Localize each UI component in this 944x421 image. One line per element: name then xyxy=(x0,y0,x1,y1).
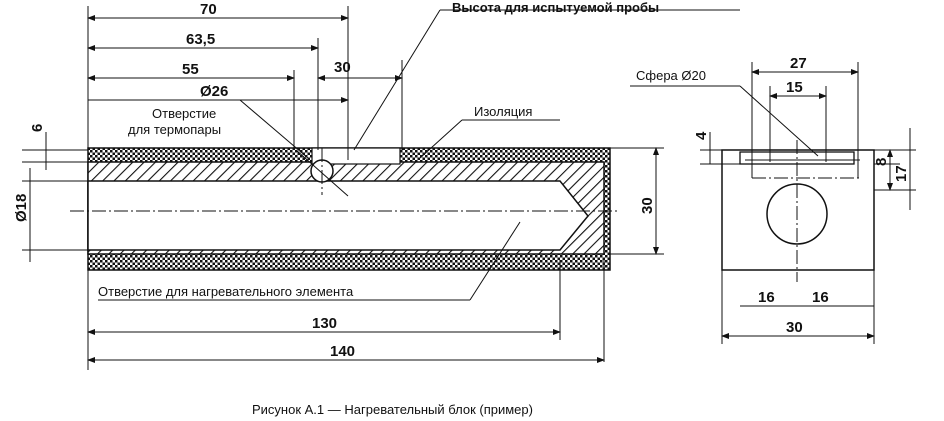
side-section-view xyxy=(70,147,620,271)
label-thermocouple-hole-line2: для термопары xyxy=(128,122,221,137)
label-insulation: Изоляция xyxy=(474,104,532,119)
dim-6: 6 xyxy=(29,124,46,132)
dim-16-left: 16 xyxy=(758,289,775,306)
dim-140: 140 xyxy=(330,343,355,360)
heating-element-bore xyxy=(87,180,589,251)
end-view-dimension-lines xyxy=(630,69,911,339)
figure-caption: Рисунок А.1 — Нагревательный блок (приме… xyxy=(252,402,533,417)
dim-55: 55 xyxy=(182,61,199,78)
dim-30-width: 30 xyxy=(786,319,803,336)
dim-15: 15 xyxy=(786,79,803,96)
dim-16-right: 16 xyxy=(812,289,829,306)
dim-17: 17 xyxy=(893,165,910,182)
dim-27: 27 xyxy=(790,55,807,72)
end-view xyxy=(721,140,875,282)
dim-4: 4 xyxy=(693,131,710,140)
dim-30-height: 30 xyxy=(639,197,656,214)
label-thermocouple-hole-line1: Отверстие xyxy=(152,106,216,121)
dim-30-top: 30 xyxy=(334,59,351,76)
dim-8: 8 xyxy=(873,158,890,166)
dim-63-5: 63,5 xyxy=(186,31,215,48)
dim-130: 130 xyxy=(312,315,337,332)
dim-phi26: Ø26 xyxy=(200,83,228,100)
dimension-lines xyxy=(29,15,659,363)
label-sphere: Сфера Ø20 xyxy=(636,68,706,83)
sample-recess xyxy=(311,147,401,165)
dim-70: 70 xyxy=(200,1,217,18)
label-sample-height: Высота для испытуемой пробы xyxy=(452,0,659,15)
leader-lines xyxy=(98,9,740,301)
label-heating-element-hole: Отверстие для нагревательного элемента xyxy=(98,284,354,299)
dim-phi18: Ø18 xyxy=(13,194,30,222)
